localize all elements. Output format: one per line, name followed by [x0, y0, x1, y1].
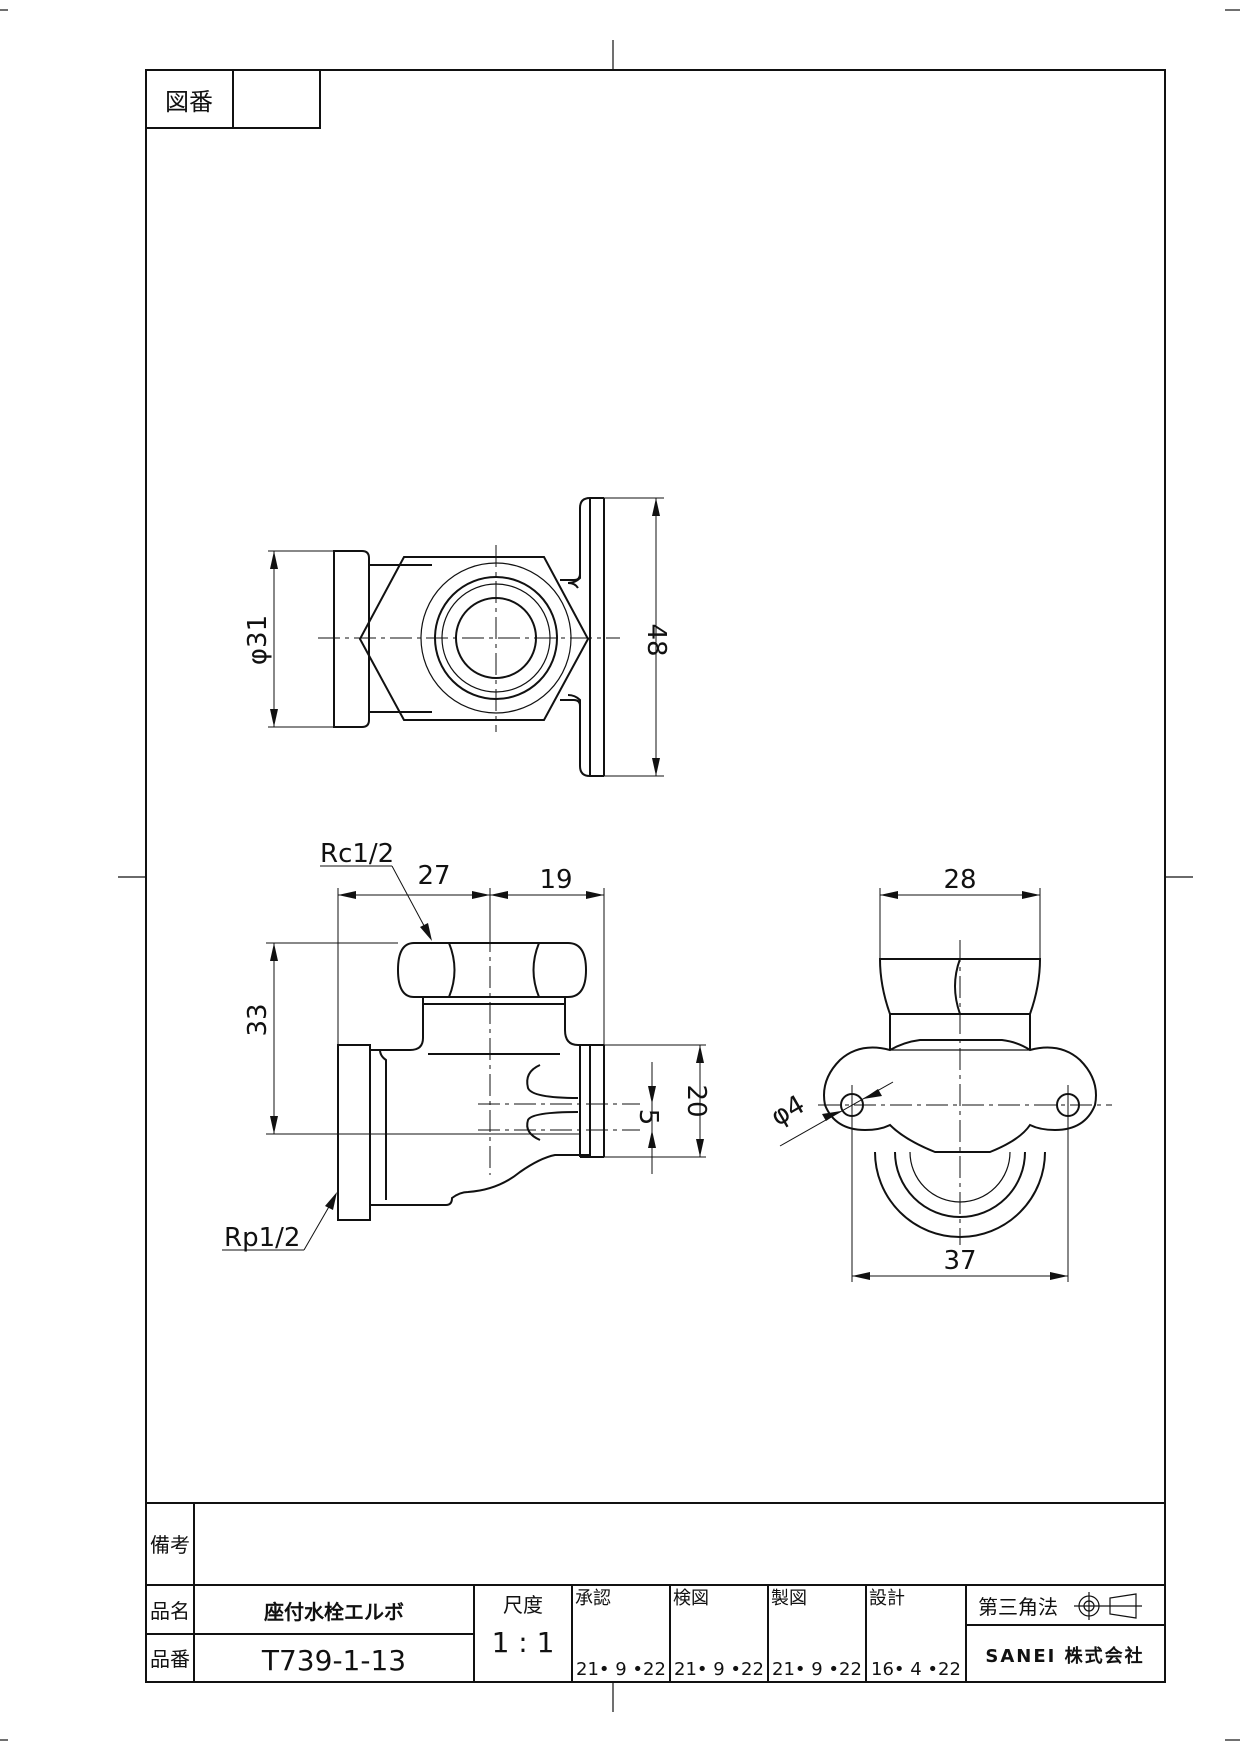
- product-number-label: 品番: [150, 1647, 190, 1671]
- drawing-number-box: 図番: [145, 69, 321, 129]
- third-angle-projection-icon: [1074, 1592, 1142, 1620]
- design-label: 設計: [869, 1588, 905, 1609]
- product-name: 座付水栓エルボ: [264, 1600, 404, 1624]
- title-block: 備考 品名 座付水栓エルボ 品番 T739-1-13 尺度 1 : 1 承認 2…: [146, 1502, 1165, 1682]
- scale-value: 1 : 1: [492, 1626, 555, 1659]
- projection-label: 第三角法: [978, 1595, 1058, 1619]
- dim-top-diameter: φ31: [243, 615, 273, 665]
- approval-label: 承認: [575, 1588, 611, 1609]
- product-number: T739-1-13: [261, 1644, 406, 1677]
- approval-date: 21• 9 •22: [576, 1659, 666, 1680]
- dim-front-height-2: 20: [681, 1084, 711, 1117]
- dim-side-width-top: 28: [943, 865, 976, 895]
- dim-front-width-2: 19: [539, 865, 572, 895]
- drawing-number-label: 図番: [165, 88, 213, 116]
- company-name: SANEI 株式会社: [985, 1645, 1144, 1667]
- product-name-label: 品名: [150, 1599, 190, 1623]
- drafting-date: 21• 9 •22: [772, 1659, 862, 1680]
- thread-rp-label: Rp1/2: [224, 1223, 300, 1253]
- thread-rc-label: Rc1/2: [320, 839, 394, 869]
- design-date: 16• 4 •22: [871, 1659, 961, 1680]
- scale-label: 尺度: [503, 1593, 543, 1617]
- inspection-date: 21• 9 •22: [674, 1659, 764, 1680]
- dim-front-height: 33: [243, 1003, 273, 1036]
- dim-front-small: 5: [633, 1109, 663, 1126]
- dim-front-width-1: 27: [417, 861, 450, 891]
- drafting-label: 製図: [771, 1588, 807, 1609]
- top-view: φ31 48: [243, 497, 671, 777]
- side-view: 28 φ4 37: [766, 865, 1112, 1282]
- front-view: 27 19 Rc1/2 33 5 20 Rp1/2: [222, 839, 711, 1253]
- dim-top-height: 48: [641, 623, 671, 656]
- inspection-label: 検図: [673, 1588, 709, 1609]
- dim-side-hole: φ4: [766, 1090, 810, 1133]
- sheet-trim-marks: [0, 9, 1240, 1741]
- remarks-label: 備考: [150, 1533, 190, 1557]
- drawing-border: [145, 69, 1166, 1683]
- dim-side-width-bottom: 37: [943, 1246, 976, 1276]
